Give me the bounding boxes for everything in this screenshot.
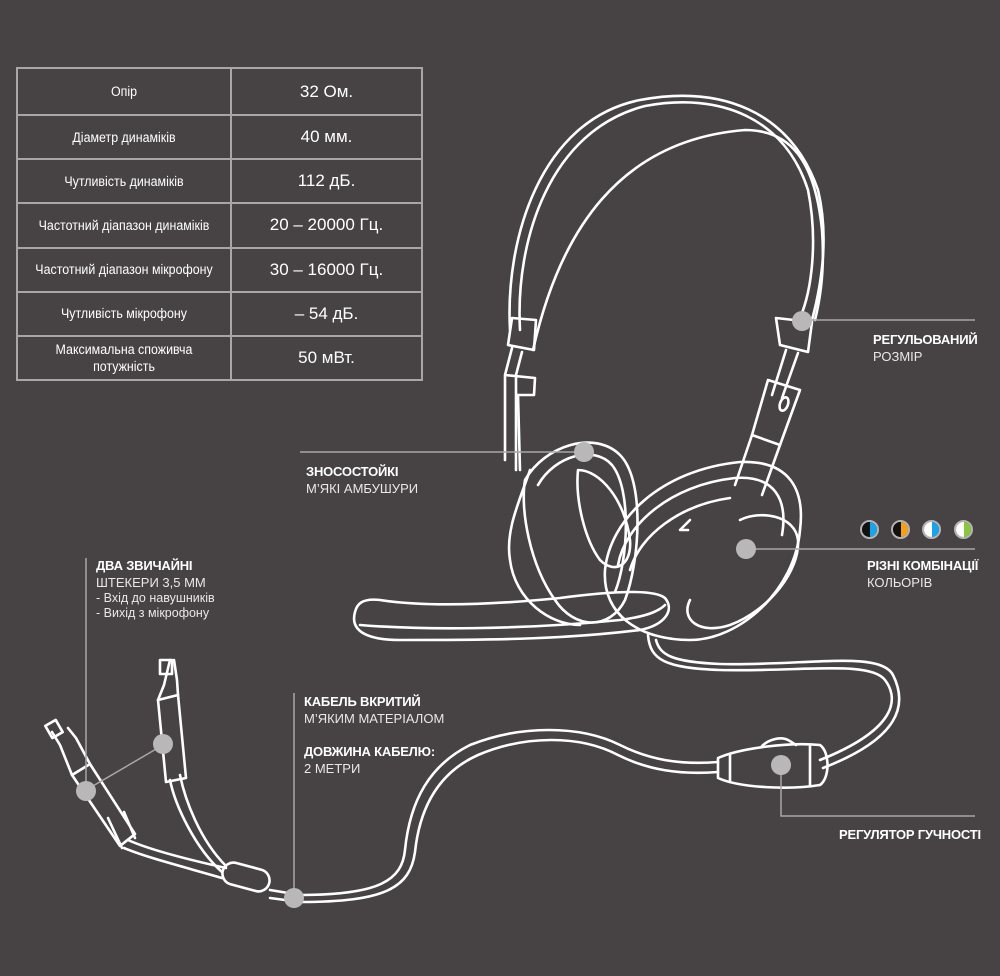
callout-title: ДОВЖИНА КАБЕЛЮ: [304, 744, 435, 759]
callout-subtitle: М’ЯКІ АМБУШУРИ [306, 481, 419, 496]
callout-subtitle: 2 МЕТРИ [304, 761, 361, 776]
spec-label: Чутливість динаміків [24, 158, 224, 205]
callout-subtitle: ШТЕКЕРИ 3,5 ММ [96, 575, 206, 590]
callout-list-item: - Вхід до навушників [96, 591, 215, 605]
spec-label: Чутливість мікрофону [24, 290, 224, 337]
callout-subtitle: М’ЯКИМ МАТЕРІАЛОМ [304, 711, 445, 726]
callout-subtitle: РОЗМІР [873, 349, 923, 364]
spec-value: 50 мВт. [230, 334, 423, 382]
spec-row: Максимальна споживча потужність 50 мВт. [17, 334, 423, 382]
earpad-marker [574, 442, 594, 462]
spec-value: 40 мм. [230, 114, 423, 161]
colors-marker [736, 539, 756, 559]
headset-cable [646, 633, 901, 770]
callout-adjustable-size: РЕГУЛЬОВАНИЙ РОЗМІР [873, 331, 978, 365]
swatch-left-half [893, 522, 901, 537]
callout-cable: КАБЕЛЬ ВКРИТИЙ М’ЯКИМ МАТЕРІАЛОМ ДОВЖИНА… [304, 693, 444, 777]
swatch-right-half [900, 522, 908, 537]
swatch-left-half [956, 522, 964, 537]
headband-sliders [503, 346, 802, 497]
spec-row: Опір 32 Ом. [17, 66, 423, 117]
spec-table: Опір 32 Ом. Діаметр динаміків 40 мм. Чут… [16, 66, 423, 382]
plug-marker [153, 734, 173, 754]
spec-row: Частотний діапазон динаміків 20 – 20000 … [17, 202, 423, 249]
spec-label: Опір [24, 66, 224, 117]
callout-subtitle: КОЛЬОРІВ [867, 575, 933, 590]
volume-marker [771, 755, 791, 775]
swatch-right-half [931, 522, 939, 537]
callout-volume: РЕГУЛЯТОР ГУЧНОСТІ [839, 826, 981, 843]
color-swatch [922, 520, 941, 539]
color-swatch [954, 520, 973, 539]
callout-title: РЕГУЛЯТОР ГУЧНОСТІ [839, 827, 981, 842]
spec-value: 20 – 20000 Гц. [230, 202, 423, 249]
callout-title: РІЗНІ КОМБІНАЦІЇ [867, 558, 979, 573]
leader-line [85, 744, 164, 791]
volume-controller [298, 728, 829, 904]
spec-row: Частотний діапазон мікрофону 30 – 16000 … [17, 246, 423, 293]
plug-marker [76, 781, 96, 801]
swatch-left-half [862, 522, 870, 537]
color-swatch [860, 520, 879, 539]
color-swatch [891, 520, 910, 539]
callout-title: ДВА ЗВИЧАЙНІ [96, 558, 193, 573]
leader-line [780, 766, 975, 817]
spec-row: Чутливість мікрофону – 54 дБ. [17, 290, 423, 337]
adjustable-marker [792, 311, 812, 331]
callout-title: КАБЕЛЬ ВКРИТИЙ [304, 694, 421, 709]
spec-value: 112 дБ. [230, 158, 423, 205]
callout-title: ЗНОСОСТОЙКІ [306, 464, 399, 479]
spec-row: Чутливість динаміків 112 дБ. [17, 158, 423, 205]
swatch-right-half [869, 522, 877, 537]
callout-color-combos: РІЗНІ КОМБІНАЦІЇ КОЛЬОРІВ [867, 557, 978, 591]
spec-value: – 54 дБ. [230, 290, 423, 337]
spec-label: Частотний діапазон мікрофону [24, 246, 224, 293]
callout-plugs: ДВА ЗВИЧАЙНІ ШТЕКЕРИ 3,5 ММ - Вхід до на… [96, 557, 215, 621]
headband [506, 94, 825, 354]
mic-boom [352, 590, 671, 642]
callout-list-item: - Вихід з мікрофону [96, 606, 210, 620]
cable-marker [284, 888, 304, 908]
callout-earpads: ЗНОСОСТОЙКІ М’ЯКІ АМБУШУРИ [306, 463, 418, 497]
spec-label: Діаметр динаміків [24, 114, 224, 161]
swatch-right-half [963, 522, 971, 537]
left-earcup [507, 441, 639, 627]
right-earcup [603, 460, 803, 642]
spec-label: Максимальна споживча потужність [24, 334, 224, 382]
spec-value: 32 Ом. [230, 66, 423, 117]
spec-row: Діаметр динаміків 40 мм. [17, 114, 423, 161]
spec-value: 30 – 16000 Гц. [230, 246, 423, 293]
swatch-left-half [924, 522, 932, 537]
spec-label: Частотний діапазон динаміків [24, 202, 224, 249]
callout-title: РЕГУЛЬОВАНИЙ [873, 332, 978, 347]
